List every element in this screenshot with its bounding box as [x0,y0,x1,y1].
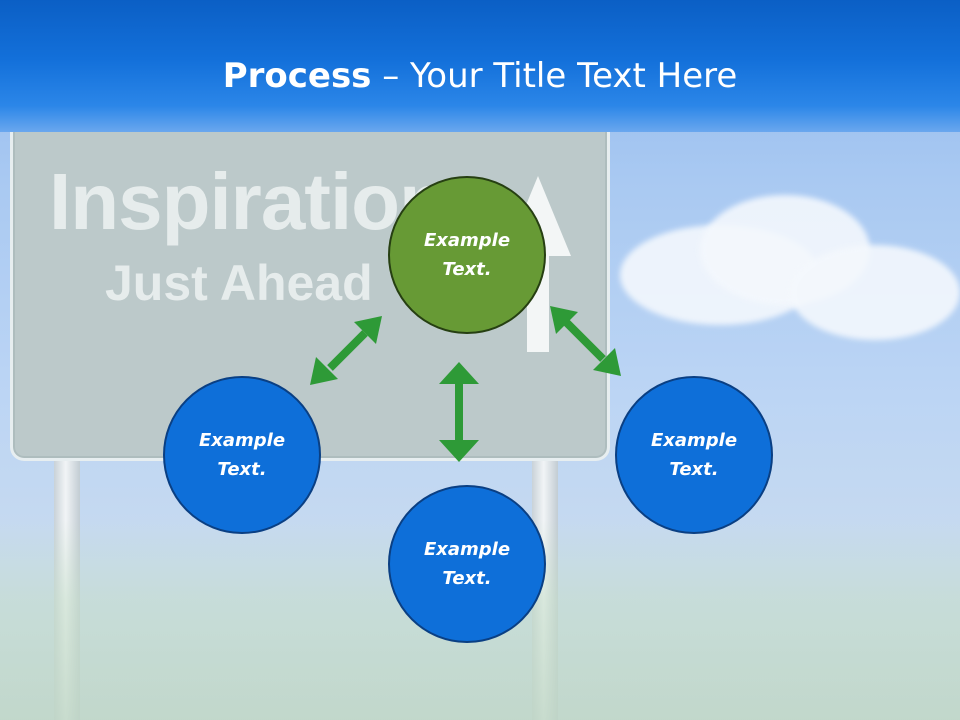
node-label-line1: Example [423,230,511,251]
node-label-line1: Example [423,539,511,560]
cloud-shape [790,245,960,340]
slide-title: Process – Your Title Text Here [0,54,960,98]
node-label-line2: Text. [217,459,267,480]
node-label-line2: Text. [442,259,492,280]
connector-arrow-top-left [310,316,382,385]
node-label-line2: Text. [669,459,719,480]
sign-text-line2: Just Ahead [105,255,373,311]
title-rest: – Your Title Text Here [371,56,738,96]
title-bold: Process [222,56,372,96]
node-label-line2: Text. [442,568,492,589]
connector-arrow-vertical [439,362,479,462]
sign-text-line1: Inspiration [49,157,448,246]
title-bar [0,0,960,132]
connector-arrow-top-right [550,306,621,376]
node-label-line1: Example [650,430,738,451]
node-label-line1: Example [198,430,286,451]
